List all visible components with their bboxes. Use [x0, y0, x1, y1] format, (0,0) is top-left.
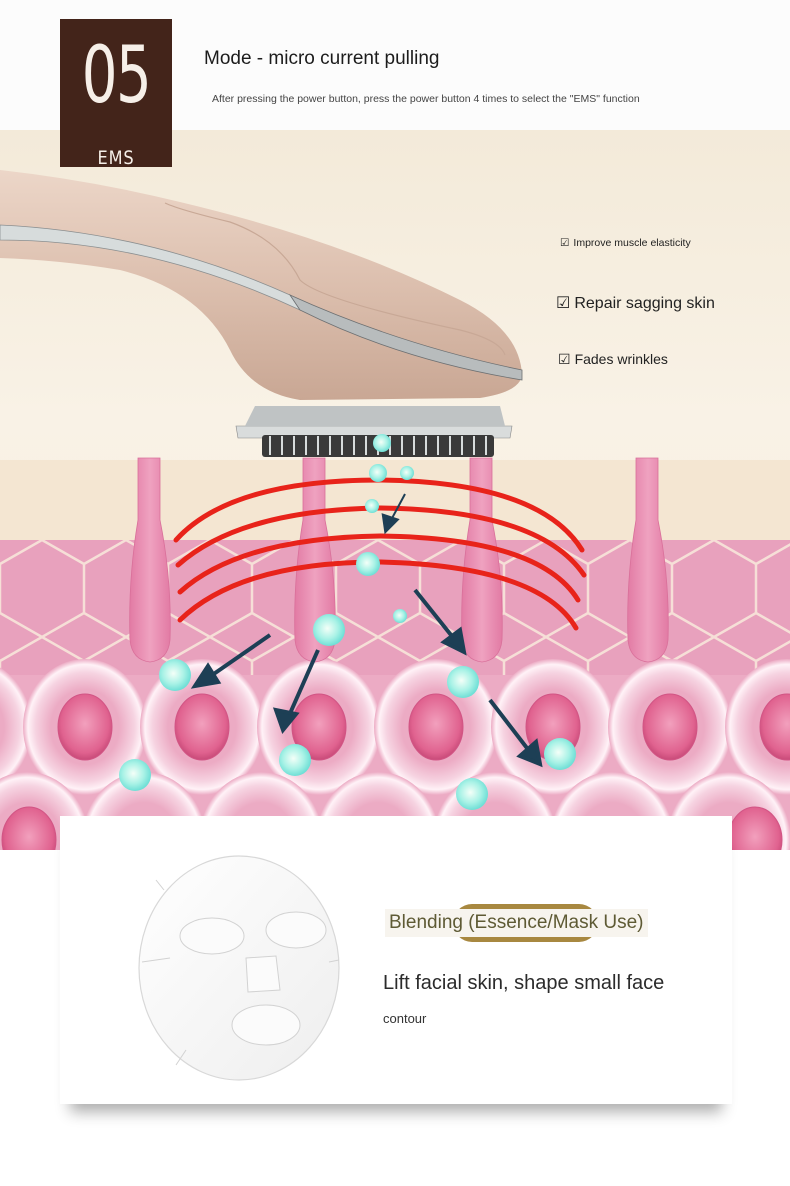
face-mask-icon — [138, 855, 340, 1081]
mode-label: EMS — [97, 147, 135, 169]
micro-current-waves — [173, 477, 587, 631]
mask-info-card — [60, 816, 732, 1104]
mode-pill-label: Blending (Essence/Mask Use) — [385, 909, 648, 937]
page-subtitle: After pressing the power button, press t… — [212, 93, 640, 105]
checkbox-icon: ☑ — [560, 237, 570, 249]
card-description-continued: contour — [383, 1011, 427, 1026]
page-title: Mode - micro current pulling — [204, 48, 440, 69]
mode-pill: Blending (Essence/Mask Use) — [385, 904, 665, 942]
benefit-label: Improve muscle elasticity — [573, 237, 691, 249]
benefit-item: ☑Repair sagging skin — [556, 293, 715, 313]
mode-number: 05 — [81, 31, 152, 121]
checkbox-icon: ☑ — [558, 351, 571, 367]
nutrient-particles — [119, 434, 576, 810]
benefit-item: ☑Improve muscle elasticity — [560, 237, 691, 249]
hair-follicles — [129, 457, 669, 663]
benefit-item: ☑Fades wrinkles — [558, 351, 668, 368]
mode-badge: 05 EMS — [60, 19, 172, 169]
benefit-label: Repair sagging skin — [574, 295, 715, 312]
skin-illustration: ☑Improve muscle elasticity ☑Repair saggi… — [0, 130, 790, 850]
penetration-arrows — [190, 493, 543, 768]
checkbox-icon: ☑ — [556, 295, 571, 312]
ems-device — [0, 170, 523, 457]
card-description: Lift facial skin, shape small face — [383, 972, 665, 994]
benefit-label: Fades wrinkles — [574, 351, 668, 367]
